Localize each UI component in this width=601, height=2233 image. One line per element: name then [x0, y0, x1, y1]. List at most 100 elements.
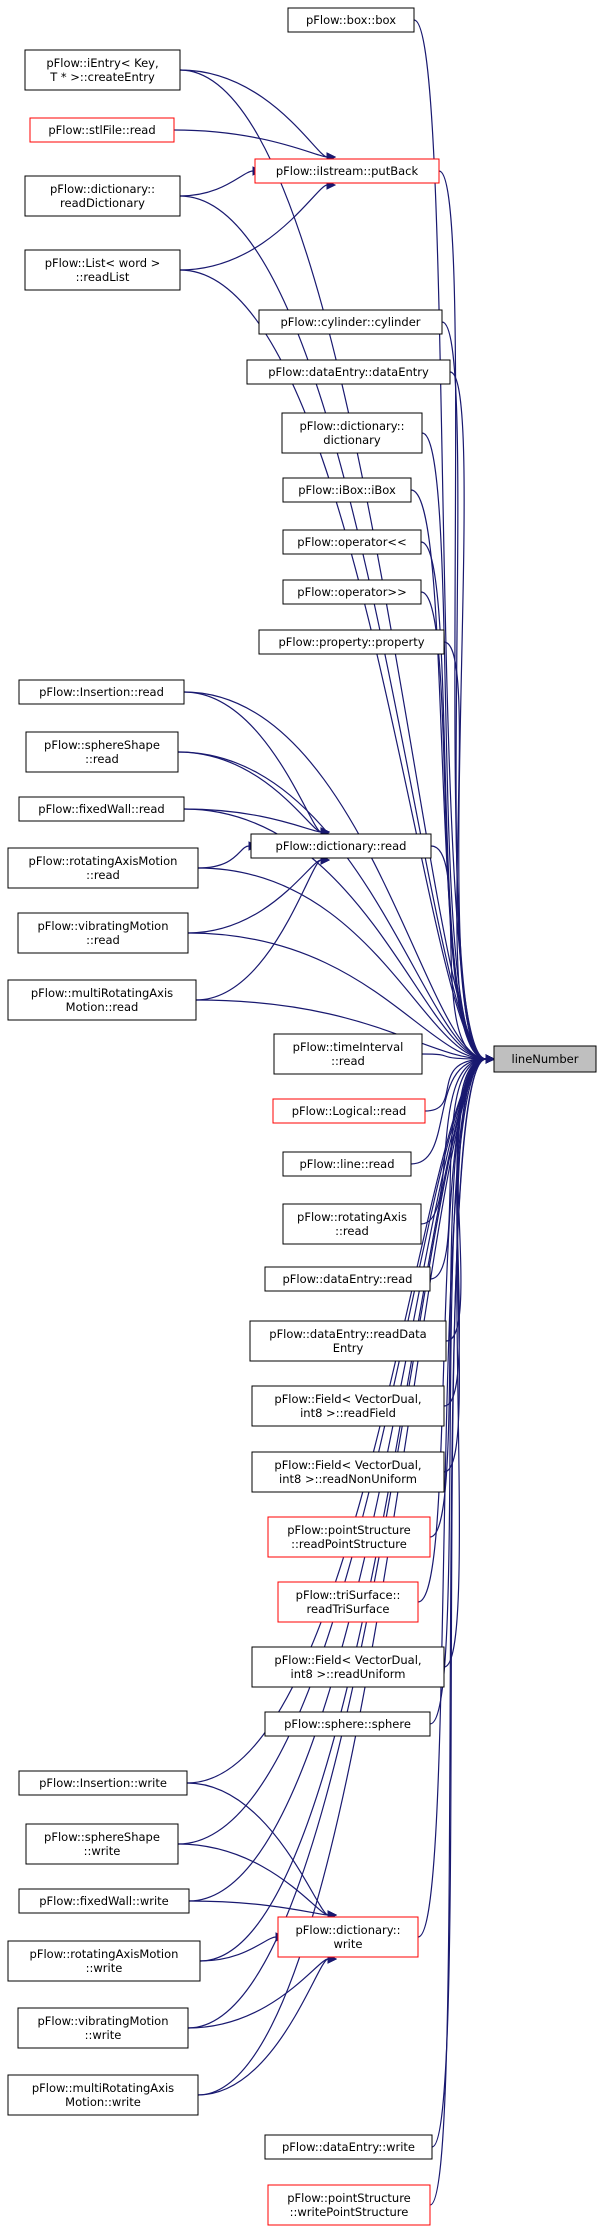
node-label: pFlow::cylinder::cylinder [280, 315, 420, 329]
node-label: ::readPointStructure [291, 1537, 407, 1551]
node-box [282, 477, 412, 503]
node-read-field[interactable]: pFlow::Field< VectorDual,int8 >::readFie… [251, 1385, 445, 1427]
node-stl-file-read[interactable]: pFlow::stlFile::read [29, 117, 175, 143]
edge-mram-read-to-line-number [195, 999, 487, 1060]
node-ss-write[interactable]: pFlow::sphereShape::write [25, 1823, 179, 1865]
node-label: pFlow::Logical::read [292, 1104, 407, 1118]
node-box [273, 1033, 423, 1075]
node-read-dictionary[interactable]: pFlow::dictionary::readDictionary [24, 175, 181, 217]
node-time-interval[interactable]: pFlow::timeInterval::read [273, 1033, 423, 1075]
node-box [272, 1098, 426, 1124]
node-label: int8 >::readNonUniform [279, 1472, 417, 1486]
edge-mram-write-to-line-number [197, 1058, 487, 2096]
node-op-in[interactable]: pFlow::operator>> [282, 579, 422, 605]
node-read-point-structure[interactable]: pFlow::pointStructure::readPointStructur… [267, 1516, 431, 1558]
node-label: dictionary [323, 433, 381, 447]
node-box [18, 1770, 188, 1796]
node-label: pFlow::pointStructure [287, 2191, 411, 2205]
node-fw-write[interactable]: pFlow::fixedWall::write [18, 1888, 190, 1914]
node-box [24, 175, 181, 217]
node-dictionary-ctor[interactable]: pFlow::dictionary::dictionary [281, 412, 423, 454]
node-label: pFlow::Field< VectorDual, [274, 1458, 421, 1472]
node-sphere[interactable]: pFlow::sphere::sphere [264, 1711, 431, 1737]
node-label: pFlow::line::read [299, 1157, 394, 1171]
node-rotating-axis[interactable]: pFlow::rotatingAxis::read [282, 1203, 422, 1245]
node-label: pFlow::Field< VectorDual, [274, 1392, 421, 1406]
node-box [267, 2184, 431, 2226]
edge-read-list-to-put-back [179, 184, 328, 271]
node-label: pFlow::timeInterval [293, 1040, 404, 1054]
node-ram-read[interactable]: pFlow::rotatingAxisMotion::read [7, 847, 199, 889]
edge-cylinder-to-line-number [441, 321, 487, 1060]
node-box [282, 1203, 422, 1245]
node-label: readDictionary [60, 196, 145, 210]
node-label: ::write [85, 2028, 122, 2042]
node-ins-write[interactable]: pFlow::Insertion::write [18, 1770, 188, 1796]
node-read-uniform[interactable]: pFlow::Field< VectorDual,int8 >::readUni… [251, 1646, 445, 1688]
node-vm-read[interactable]: pFlow::vibratingMotion::read [17, 912, 189, 954]
node-read-list[interactable]: pFlow::List< word >::readList [24, 249, 181, 291]
node-box [7, 2074, 199, 2116]
node-ins-read[interactable]: pFlow::Insertion::read [18, 679, 185, 705]
node-line-number[interactable]: lineNumber [493, 1045, 597, 1073]
edge-put-back-to-line-number [438, 170, 487, 1060]
node-label: pFlow::dataEntry::dataEntry [268, 365, 429, 379]
node-label: pFlow::rotatingAxisMotion [29, 854, 178, 868]
node-box [7, 847, 199, 889]
node-label: pFlow::pointStructure [287, 1523, 411, 1537]
edge-rotating-axis-to-line-number [420, 1058, 487, 1225]
node-read-tri-surface[interactable]: pFlow::triSurface::readTriSurface [277, 1581, 419, 1623]
node-cylinder[interactable]: pFlow::cylinder::cylinder [258, 309, 443, 335]
edge-mram-read-to-dict-read [195, 859, 322, 1001]
edge-vm-read-to-dict-read [187, 859, 322, 934]
node-label: pFlow::Insertion::write [39, 1776, 167, 1790]
node-box[interactable]: pFlow::box::box [287, 7, 415, 33]
edge-op-out-to-line-number [420, 541, 487, 1060]
node-label: pFlow::vibratingMotion [37, 919, 168, 933]
node-ss-read[interactable]: pFlow::sphereShape::read [25, 731, 179, 773]
edge-ss-write-to-dict-write [177, 1843, 329, 1916]
node-box [251, 1451, 445, 1493]
node-label: lineNumber [512, 1052, 579, 1066]
node-ram-write[interactable]: pFlow::rotatingAxisMotion::write [7, 1940, 201, 1982]
node-box [246, 359, 451, 385]
node-data-entry-read[interactable]: pFlow::dataEntry::read [264, 1266, 431, 1292]
node-label: pFlow::operator<< [297, 535, 406, 549]
node-fw-read[interactable]: pFlow::fixedWall::read [18, 796, 185, 822]
node-label: int8 >::readField [300, 1406, 396, 1420]
node-label: ::read [86, 933, 120, 947]
node-box [7, 979, 197, 1021]
node-logical[interactable]: pFlow::Logical::read [272, 1098, 426, 1124]
node-box [251, 1385, 445, 1427]
node-data-entry-ctor[interactable]: pFlow::dataEntry::dataEntry [246, 359, 451, 385]
node-line-read[interactable]: pFlow::line::read [282, 1151, 412, 1177]
node-box [287, 7, 415, 33]
node-dict-read[interactable]: pFlow::dictionary::read [250, 833, 432, 859]
node-label: int8 >::readUniform [291, 1667, 406, 1681]
node-label: pFlow::multiRotatingAxis [32, 2081, 174, 2095]
edge-fw-read-to-dict-read [183, 808, 322, 833]
node-label: pFlow::stlFile::read [48, 123, 155, 137]
node-data-entry-write[interactable]: pFlow::dataEntry::write [264, 2134, 433, 2160]
edge-read-dictionary-to-put-back [179, 170, 254, 197]
node-box [258, 629, 445, 655]
node-i-box[interactable]: pFlow::iBox::iBox [282, 477, 412, 503]
edge-create-entry-to-line-number [179, 69, 487, 1060]
node-dict-write[interactable]: pFlow::dictionary::write [277, 1916, 419, 1958]
node-vm-write[interactable]: pFlow::vibratingMotion::write [17, 2007, 189, 2049]
node-label: pFlow::List< word > [45, 256, 161, 270]
node-put-back[interactable]: pFlow::iIstream::putBack [254, 158, 440, 184]
node-read-non-uniform[interactable]: pFlow::Field< VectorDual,int8 >::readNon… [251, 1451, 445, 1493]
edge-ram-read-to-dict-read [197, 845, 250, 869]
node-create-entry[interactable]: pFlow::iEntry< Key,T * >::createEntry [24, 49, 181, 91]
node-label: pFlow::dictionary:: [50, 182, 155, 196]
node-label: pFlow::Field< VectorDual, [274, 1653, 421, 1667]
node-write-point-structure[interactable]: pFlow::pointStructure::writePointStructu… [267, 2184, 431, 2226]
edge-time-interval-to-line-number [421, 1053, 487, 1060]
node-op-out[interactable]: pFlow::operator<< [282, 529, 422, 555]
node-property[interactable]: pFlow::property::property [258, 629, 445, 655]
node-label: ::write [84, 1844, 121, 1858]
